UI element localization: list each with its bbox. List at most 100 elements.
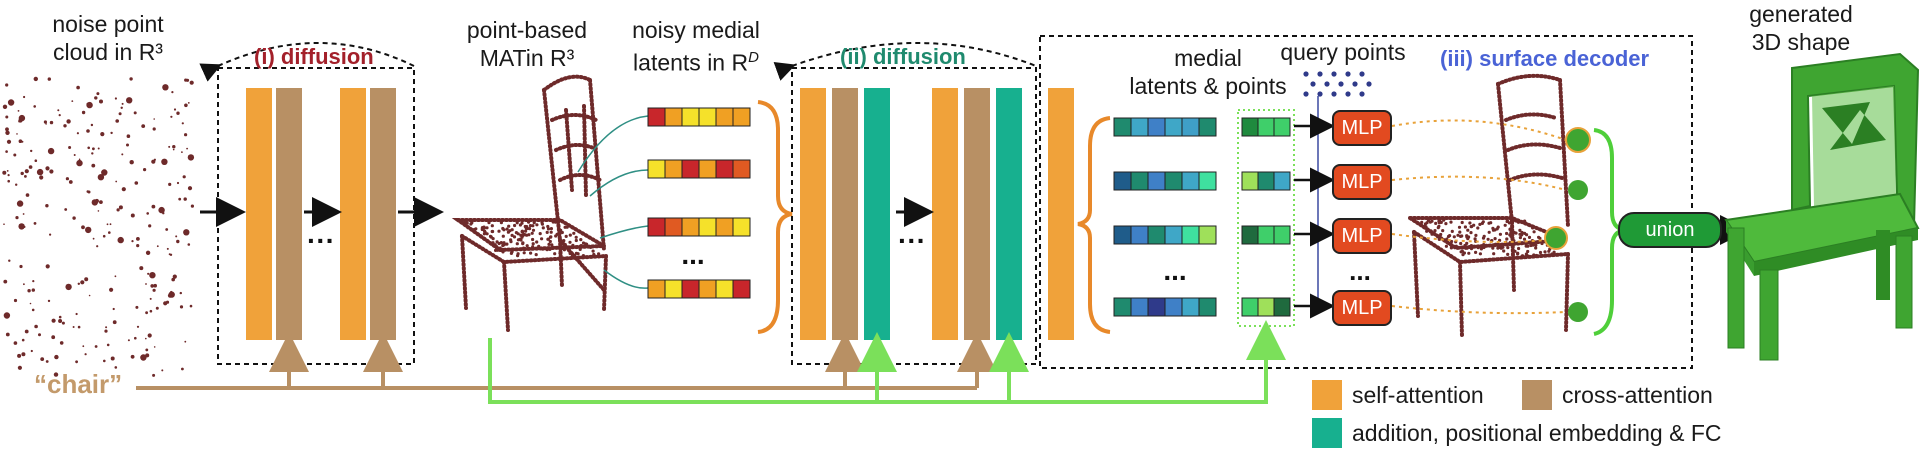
noise-point bbox=[65, 177, 69, 181]
mat-point bbox=[528, 227, 532, 231]
noise-point bbox=[54, 354, 59, 360]
noise-point bbox=[3, 312, 11, 319]
noise-point bbox=[75, 312, 78, 316]
legend-item-addition: addition, positional embedding & FC bbox=[1312, 418, 1722, 448]
latent-cell bbox=[647, 217, 666, 237]
mat-point bbox=[516, 254, 520, 258]
medial-point-cell bbox=[1241, 297, 1259, 317]
noise-point bbox=[15, 216, 19, 220]
mat-point bbox=[1445, 237, 1449, 241]
mat-point bbox=[1534, 243, 1538, 247]
mat-point bbox=[1436, 235, 1440, 239]
mat-point bbox=[1526, 249, 1530, 254]
mat-point bbox=[1467, 251, 1471, 255]
noise-point bbox=[168, 182, 172, 186]
stage-2-title: (ii) diffusion bbox=[840, 44, 966, 69]
mat-point bbox=[1505, 237, 1509, 241]
mat-point bbox=[1456, 233, 1460, 237]
noise-point bbox=[184, 340, 187, 343]
noise-point bbox=[187, 102, 190, 104]
decoder-seat-points bbox=[1420, 218, 1558, 258]
noise-point bbox=[130, 213, 135, 218]
noisy-latents-label: noisy medial latents in RD bbox=[632, 17, 760, 76]
mat-point bbox=[1516, 251, 1520, 255]
noise-point bbox=[2, 170, 7, 175]
latent-cell bbox=[698, 159, 717, 179]
mlp-node: MLP bbox=[1332, 218, 1392, 254]
noise-point bbox=[50, 149, 53, 152]
mat-point bbox=[515, 221, 519, 225]
latent-cell bbox=[681, 107, 700, 127]
noise-point bbox=[130, 354, 135, 359]
noise-point bbox=[120, 106, 123, 110]
noise-point bbox=[33, 105, 36, 108]
medial-point-cell bbox=[1273, 117, 1291, 137]
noise-point bbox=[16, 200, 24, 207]
mat-point bbox=[546, 237, 551, 241]
mat-point bbox=[1441, 229, 1445, 233]
mat-point bbox=[548, 239, 552, 244]
noise-point bbox=[23, 283, 25, 286]
mat-point bbox=[1423, 222, 1427, 226]
noise-point bbox=[36, 168, 44, 176]
noise-point bbox=[172, 274, 177, 279]
query-point bbox=[1366, 81, 1372, 87]
noise-point bbox=[136, 244, 140, 248]
mat-point bbox=[528, 224, 533, 228]
point-condition-lines bbox=[488, 320, 1286, 404]
mat-point bbox=[1437, 224, 1441, 228]
mat-point bbox=[551, 220, 555, 224]
noise-point bbox=[86, 102, 90, 106]
medial-latent-cell bbox=[1147, 171, 1166, 191]
noise-point bbox=[18, 223, 25, 230]
noise-point bbox=[30, 149, 33, 153]
noise-point bbox=[87, 146, 90, 150]
medial-point-cell bbox=[1257, 297, 1275, 317]
noise-point bbox=[101, 169, 108, 176]
stage1-ellipsis: ··· bbox=[307, 225, 335, 256]
noise-point bbox=[148, 224, 152, 228]
medial-point-cell bbox=[1257, 225, 1275, 245]
mat-point bbox=[531, 237, 535, 242]
mat-point bbox=[530, 231, 534, 235]
mat-point bbox=[1534, 253, 1538, 258]
noise-point bbox=[29, 302, 32, 305]
noise-point bbox=[147, 333, 152, 338]
mat-point bbox=[568, 251, 572, 256]
noise-point bbox=[77, 282, 81, 285]
mat-point bbox=[1507, 221, 1511, 225]
mat-point bbox=[1540, 241, 1544, 246]
mat-point bbox=[1466, 237, 1470, 241]
noise-point bbox=[47, 77, 51, 81]
noise-point bbox=[99, 99, 103, 104]
noise-point bbox=[59, 341, 64, 345]
noise-point bbox=[45, 166, 50, 171]
noise-point bbox=[68, 146, 72, 149]
medial-point-cell bbox=[1273, 171, 1291, 191]
noise-point bbox=[3, 279, 8, 284]
noise-point bbox=[47, 299, 51, 303]
mat-point bbox=[1469, 231, 1473, 235]
noise-point bbox=[170, 115, 173, 118]
mat-point bbox=[1469, 225, 1473, 229]
mat-point bbox=[494, 248, 498, 252]
latent-cell bbox=[698, 279, 717, 299]
noise-point bbox=[18, 139, 23, 143]
mat-point bbox=[497, 229, 501, 233]
mat-point bbox=[1446, 234, 1451, 239]
latent-brace bbox=[757, 100, 793, 334]
mat-point bbox=[1456, 246, 1460, 250]
noise-point bbox=[39, 175, 44, 180]
noise-point bbox=[24, 169, 29, 174]
noise-point bbox=[184, 103, 188, 108]
mat-point bbox=[1506, 252, 1510, 256]
decoder-chair bbox=[1403, 73, 1570, 338]
noise-point bbox=[115, 119, 119, 123]
noise-point bbox=[81, 225, 85, 230]
noise-point bbox=[161, 158, 168, 165]
noise-point bbox=[17, 365, 22, 370]
noise-point bbox=[181, 122, 184, 125]
noise-point bbox=[181, 151, 183, 154]
mat-point bbox=[591, 249, 595, 253]
mat-point bbox=[1508, 233, 1512, 237]
